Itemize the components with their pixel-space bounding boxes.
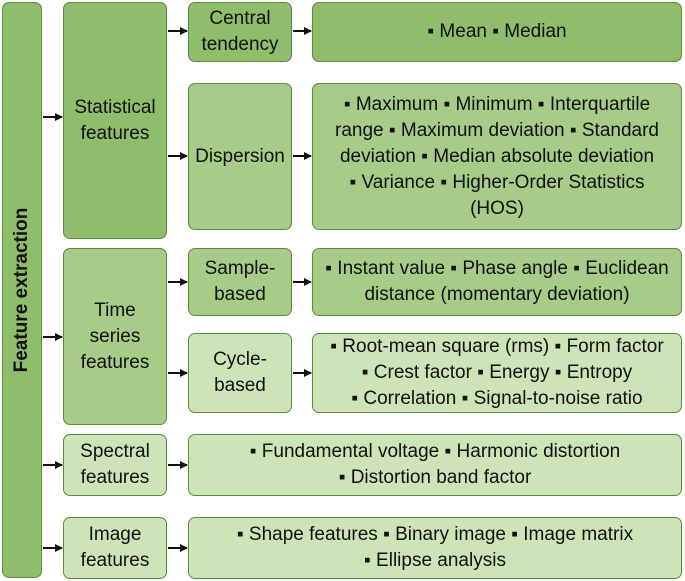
- spectral-features-description: ▪ Fundamental voltage ▪ Harmonic distort…: [188, 434, 682, 496]
- spectral-features-box: Spectral features: [63, 434, 167, 496]
- image-features-description: ▪ Shape features ▪ Binary image ▪ Image …: [188, 517, 682, 579]
- dispersion-box: Dispersion: [188, 83, 292, 230]
- sample-based-box: Sample- based: [188, 248, 292, 316]
- time-series-features-box: Time series features: [63, 248, 167, 425]
- dispersion-description: ▪ Maximum ▪ Minimum ▪ Interquartile rang…: [312, 83, 682, 230]
- image-features-box: Image features: [63, 517, 167, 579]
- central-tendency-box: Central tendency: [188, 2, 292, 62]
- cycle-based-description: ▪ Root-mean square (rms) ▪ Form factor ▪…: [312, 333, 682, 413]
- sample-based-description: ▪ Instant value ▪ Phase angle ▪ Euclidea…: [312, 248, 682, 316]
- cycle-based-box: Cycle- based: [188, 333, 292, 413]
- feature-extraction-box: Feature extraction: [2, 2, 42, 578]
- statistical-features-box: Statistical features: [63, 2, 167, 239]
- central-tendency-description: ▪ Mean ▪ Median: [312, 2, 682, 62]
